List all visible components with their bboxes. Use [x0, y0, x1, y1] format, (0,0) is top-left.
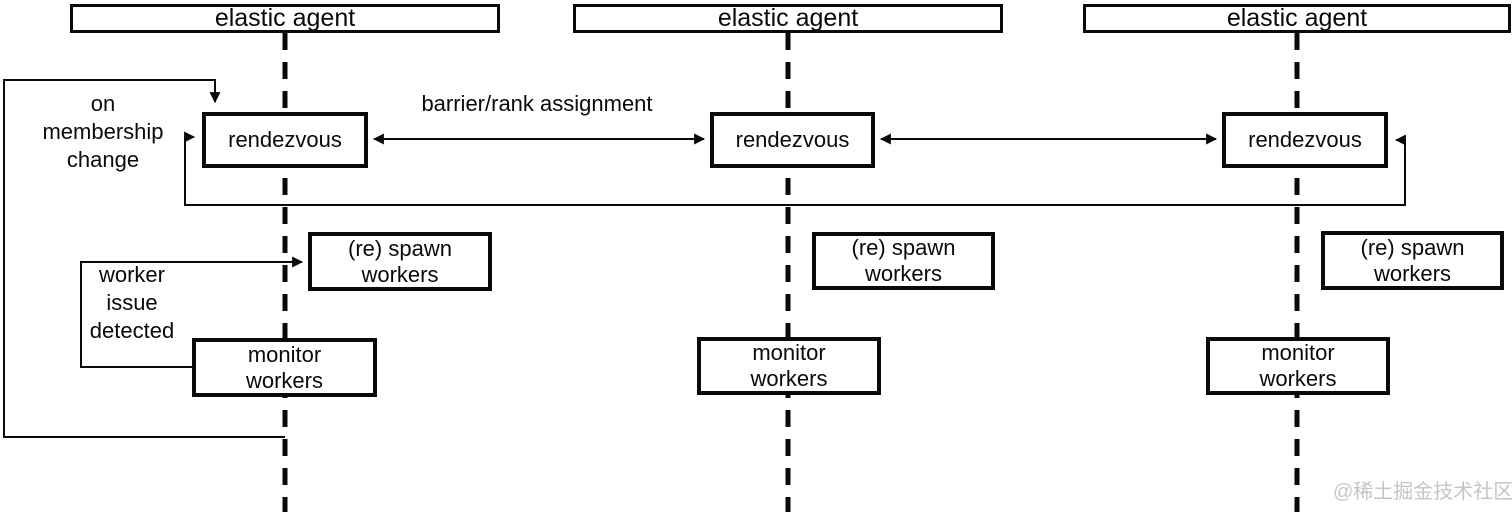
spawn-label-line2: workers — [864, 261, 942, 286]
annotation-line: on — [90, 91, 116, 116]
monitor-label-line1: monitor — [247, 341, 322, 367]
spawn-label-line1: (re) spawn — [348, 235, 452, 261]
spawn-workers-box-3: (re) spawn workers — [1321, 231, 1504, 290]
annotation-text: barrier/rank assignment — [421, 91, 653, 116]
monitor-label-line2: workers — [1259, 366, 1337, 391]
agent-header-2: elastic agent — [573, 4, 1003, 33]
annotation-worker-issue-detected: worker issue detected — [61, 261, 203, 345]
monitor-workers-box-1: monitor workers — [192, 338, 377, 397]
agent-title: elastic agent — [214, 4, 356, 32]
monitor-label-line2: workers — [750, 366, 828, 391]
annotation-line: detected — [89, 318, 175, 343]
spawn-workers-box-1: (re) spawn workers — [308, 232, 492, 291]
spawn-label-line1: (re) spawn — [1360, 234, 1465, 260]
annotation-line: change — [66, 147, 140, 172]
rendezvous-label: rendezvous — [735, 127, 850, 152]
spawn-workers-box-2: (re) spawn workers — [812, 232, 995, 290]
rendezvous-box-3: rendezvous — [1222, 112, 1388, 168]
watermark-text: @稀土掘金技术社区 — [1333, 481, 1512, 503]
rendezvous-sync-line — [184, 131, 1406, 206]
worker-issue-loop-line — [80, 256, 304, 368]
agent-title: elastic agent — [717, 4, 859, 32]
membership-change-loop-line — [3, 79, 285, 438]
rendezvous-box-2: rendezvous — [710, 112, 875, 168]
annotation-line: worker — [98, 262, 165, 287]
monitor-workers-box-2: monitor workers — [697, 337, 881, 395]
agent-header-1: elastic agent — [70, 4, 500, 33]
monitor-workers-box-3: monitor workers — [1206, 337, 1390, 395]
monitor-label-line2: workers — [245, 367, 323, 393]
monitor-label-line1: monitor — [752, 340, 826, 365]
rendezvous-box-1: rendezvous — [202, 112, 368, 168]
rendezvous-label: rendezvous — [228, 127, 342, 152]
agent-header-3: elastic agent — [1083, 4, 1511, 33]
spawn-label-line1: (re) spawn — [851, 235, 956, 260]
spawn-label-line2: workers — [361, 261, 439, 287]
annotation-line: membership — [42, 119, 164, 144]
annotation-on-membership-change: on membership change — [32, 90, 174, 174]
rendezvous-label: rendezvous — [1248, 127, 1362, 152]
spawn-label-line2: workers — [1373, 260, 1451, 286]
annotation-barrier-rank-assignment: barrier/rank assignment — [400, 90, 674, 118]
annotation-line: issue — [106, 290, 158, 315]
agent-title: elastic agent — [1226, 4, 1368, 32]
monitor-label-line1: monitor — [1261, 340, 1335, 365]
